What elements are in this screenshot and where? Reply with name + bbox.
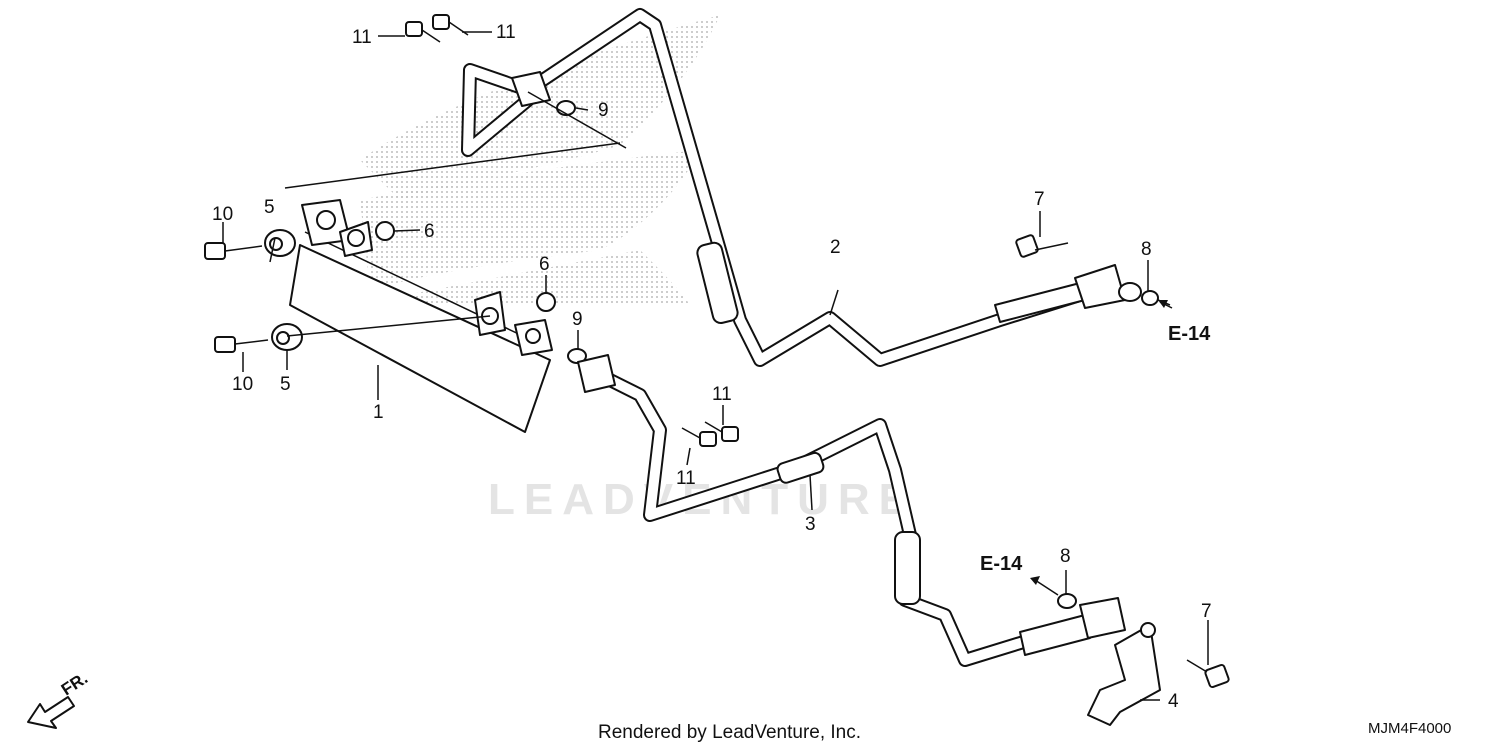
callout-10-lower: 10 [232,374,253,395]
callout-9-upper: 9 [598,100,609,121]
oil-cooler-pipe-3 [577,354,1126,667]
oil-cooler [289,199,553,433]
bolt-7-lower [1186,659,1230,689]
pipe-bracket-4 [1087,622,1161,726]
callout-8-upper: 8 [1141,239,1152,260]
bolt-7-upper [1015,234,1069,258]
callout-6-lower: 6 [539,254,550,275]
bolt-11-top-left [405,21,441,43]
callout-5-upper: 5 [264,197,275,218]
callout-10-upper: 10 [212,204,233,225]
bolt-11-mid-b [681,427,717,447]
callout-8-lower: 8 [1060,546,1071,567]
callout-1: 1 [373,402,384,423]
diagram-code: MJM4F4000 [1368,720,1451,737]
background-wing-logo [360,15,720,305]
reference-arrow-upper [1158,300,1173,309]
o-ring-8-lower [1057,593,1077,609]
leader-lines [222,31,1209,701]
callout-11-mid-lower: 11 [676,468,696,489]
grommet-5-upper [264,229,296,257]
bolt-11-top-right [432,14,469,36]
bolt-11-mid-a [704,421,739,442]
o-ring-8-upper [1141,290,1159,306]
callout-11-top-left: 11 [352,27,372,48]
callout-4: 4 [1168,691,1179,712]
callout-3: 3 [805,514,816,535]
rendered-by-footer: Rendered by LeadVenture, Inc. [598,722,861,743]
callout-5-lower: 5 [280,374,291,395]
callout-11-top-right: 11 [496,22,516,43]
bolt-10-lower [214,336,269,353]
grommet-5-lower [271,323,303,351]
callout-7-lower: 7 [1201,601,1212,622]
front-direction-label: FR. [58,669,91,700]
o-ring-9-lower [567,348,587,364]
bolt-10-upper [204,242,263,260]
o-ring-6-lower [536,292,556,312]
o-ring-6-upper [375,221,395,241]
oil-cooler-pipe-2 [461,8,1159,367]
callout-2: 2 [830,237,841,258]
reference-arrow-lower [1030,576,1040,585]
callout-7-upper: 7 [1034,189,1045,210]
callout-11-mid-upper: 11 [712,384,732,405]
callout-9-lower: 9 [572,309,583,330]
reference-e14-upper: E-14 [1168,323,1211,345]
reference-e14-lower: E-14 [980,553,1023,575]
callout-6-upper: 6 [424,221,435,242]
front-direction-arrow [27,696,75,729]
